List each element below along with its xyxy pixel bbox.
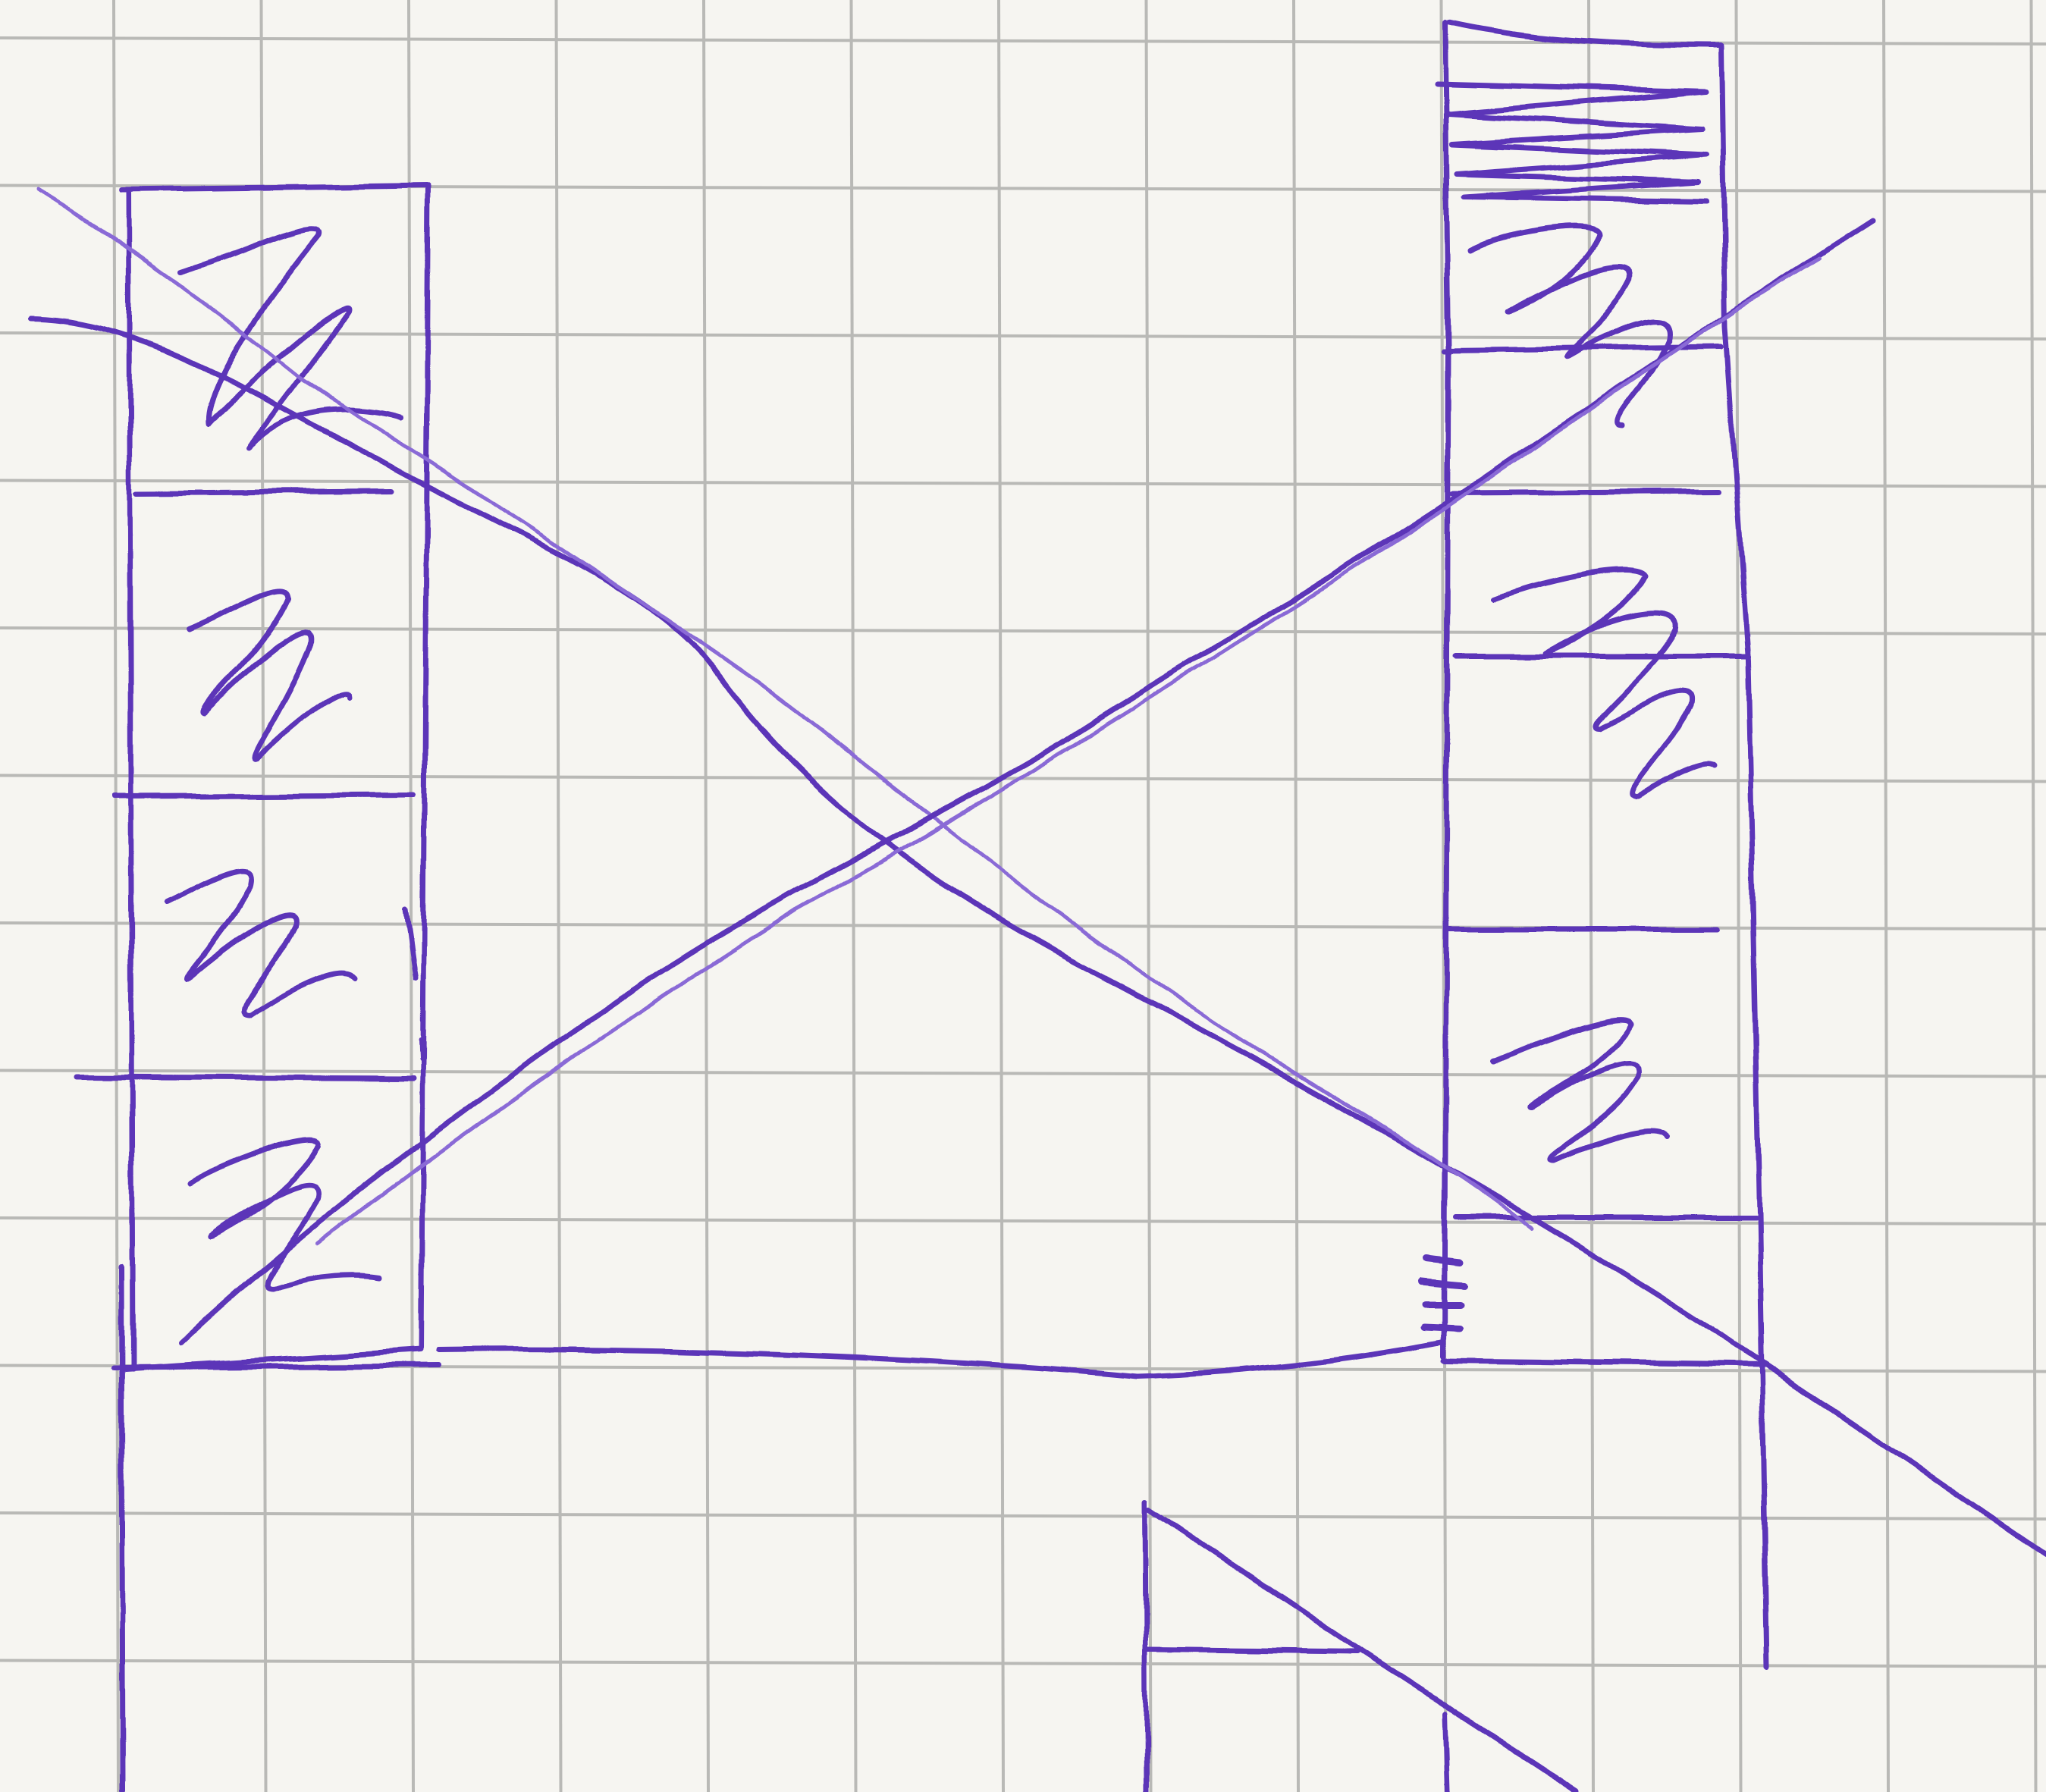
right-column-divider bbox=[1452, 491, 1718, 493]
right-column-base bbox=[1445, 1361, 1767, 1365]
left-column-divider bbox=[137, 491, 391, 493]
left-column-base bbox=[114, 1365, 440, 1367]
left-column-divider bbox=[76, 1077, 413, 1078]
left-column-left-side-extension bbox=[121, 1266, 123, 1790]
left-column-divider bbox=[114, 795, 413, 796]
